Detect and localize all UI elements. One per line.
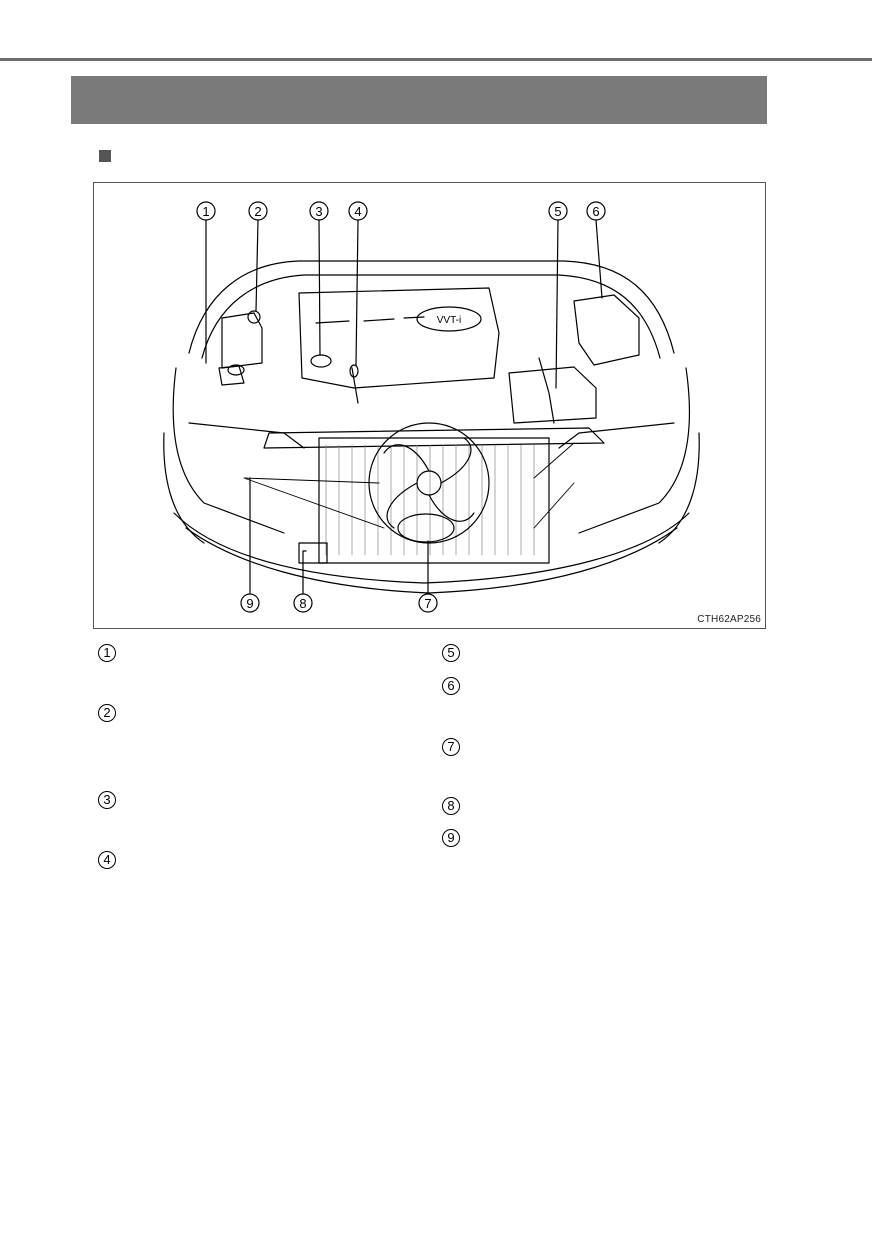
leader-3 <box>318 219 321 356</box>
hood-outline <box>188 260 675 354</box>
top-rule <box>0 58 872 61</box>
washer-tank <box>221 312 263 369</box>
callout-6: 6 <box>586 201 606 221</box>
engine-cover-text: VVT-i <box>437 315 461 326</box>
right-bumper <box>658 432 700 544</box>
callout-8: 8 <box>293 593 313 613</box>
reference-lines <box>243 442 575 529</box>
cooling-fan-blades <box>383 437 475 529</box>
callout-1: 1 <box>196 201 216 221</box>
engine-compartment-figure: VVT-i 1 2 3 4 5 6 7 8 9 CTH62AP256 <box>93 182 766 629</box>
battery <box>508 366 597 424</box>
leader-5 <box>555 219 559 389</box>
svg-text:1: 1 <box>202 204 209 219</box>
engine-cover-ribs <box>315 316 425 324</box>
left-bumper <box>163 432 205 544</box>
battery-hold-down <box>538 357 555 424</box>
radiator-support <box>263 427 605 449</box>
svg-text:9: 9 <box>246 596 253 611</box>
cooling-fan-shroud <box>368 422 490 544</box>
radiator <box>318 437 550 564</box>
callout-5: 5 <box>548 201 568 221</box>
engine-illustration: VVT-i 1 2 3 4 5 6 7 8 9 <box>163 201 700 613</box>
leader-4 <box>355 219 359 366</box>
svg-text:3: 3 <box>315 204 322 219</box>
dipstick <box>351 367 359 404</box>
svg-text:5: 5 <box>554 204 561 219</box>
coolant-reservoir <box>218 365 245 386</box>
legend-number-5: 5 <box>442 644 460 662</box>
svg-text:6: 6 <box>592 204 599 219</box>
legend-number-4: 4 <box>98 851 116 869</box>
right-fender <box>578 367 690 534</box>
svg-text:8: 8 <box>299 596 306 611</box>
left-headlight <box>188 422 305 449</box>
legend-number-8: 8 <box>442 797 460 815</box>
legend-number-2: 2 <box>98 704 116 722</box>
front-bumper-lip <box>185 527 678 594</box>
front-bumper-lower <box>173 512 690 584</box>
oil-filler-cap <box>310 354 332 368</box>
radiator-fins <box>325 444 535 556</box>
washer-cap <box>247 310 261 324</box>
callout-9: 9 <box>240 593 260 613</box>
legend-number-1: 1 <box>98 644 116 662</box>
left-fender <box>172 367 285 534</box>
callout-7: 7 <box>418 593 438 613</box>
hood-inner-outline <box>201 274 661 359</box>
callout-4: 4 <box>348 201 368 221</box>
legend-number-7: 7 <box>442 738 460 756</box>
right-headlight <box>558 422 675 449</box>
legend-number-3: 3 <box>98 791 116 809</box>
leader-8 <box>302 550 307 594</box>
engine-cover <box>298 287 500 389</box>
cooling-fan-hub <box>416 470 442 496</box>
dipstick-handle <box>349 364 359 378</box>
drain-cock <box>298 542 328 564</box>
engine-cover-badge <box>416 306 482 332</box>
square-bullet-icon <box>99 150 111 162</box>
leader-6 <box>595 219 603 299</box>
callout-3: 3 <box>309 201 329 221</box>
coolant-cap <box>227 364 245 376</box>
callout-2: 2 <box>248 201 268 221</box>
svg-text:2: 2 <box>254 204 261 219</box>
fuse-box <box>573 294 640 366</box>
legend-number-6: 6 <box>442 677 460 695</box>
svg-text:4: 4 <box>354 204 361 219</box>
figure-code: CTH62AP256 <box>697 614 761 625</box>
leader-2 <box>255 219 259 312</box>
highlight-ellipse <box>397 513 455 543</box>
svg-text:7: 7 <box>424 596 431 611</box>
legend-number-9: 9 <box>442 829 460 847</box>
section-header-bar <box>71 76 767 124</box>
